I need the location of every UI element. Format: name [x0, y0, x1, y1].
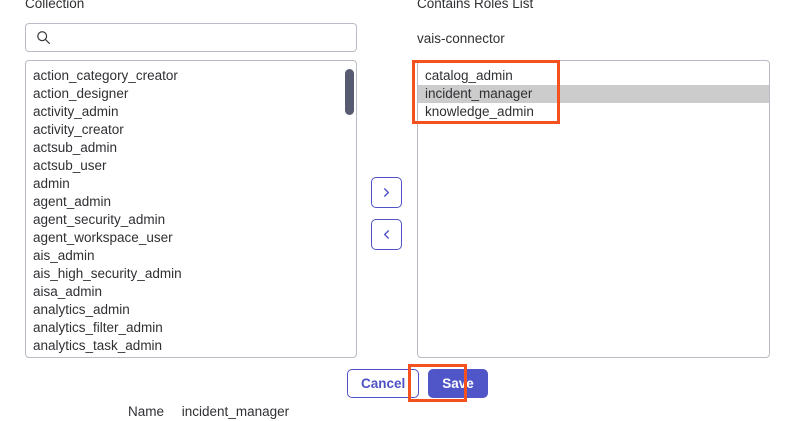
collection-list-item[interactable]: admin: [33, 176, 70, 191]
collection-list-item[interactable]: aisa_admin: [33, 284, 103, 299]
transfer-button-group: [371, 177, 402, 250]
selected-role-item-active[interactable]: incident_manager: [418, 85, 769, 103]
name-field-row: Name incident_manager: [128, 404, 289, 419]
save-button[interactable]: Save: [428, 369, 488, 398]
collection-list-item[interactable]: analytics_admin: [33, 302, 130, 317]
selected-role-item[interactable]: catalog_admin: [425, 68, 513, 83]
search-icon: [36, 30, 51, 45]
collection-list-item[interactable]: action_designer: [33, 86, 129, 101]
collection-list-item[interactable]: action_category_creator: [33, 68, 178, 83]
collection-scrollbar-thumb[interactable]: [345, 69, 354, 115]
move-right-button[interactable]: [371, 177, 402, 208]
collection-scrollbar[interactable]: [345, 69, 354, 357]
collection-list-item[interactable]: analytics_task_admin: [33, 338, 163, 353]
collection-list-item[interactable]: ais_admin: [33, 248, 95, 263]
search-input[interactable]: [51, 24, 348, 51]
move-left-button[interactable]: [371, 219, 402, 250]
collection-list-item[interactable]: agent_security_admin: [33, 212, 166, 227]
collection-list-item[interactable]: agent_admin: [33, 194, 112, 209]
chevron-left-icon: [381, 229, 392, 240]
cancel-button[interactable]: Cancel: [347, 369, 420, 398]
collection-list-item[interactable]: ais_high_security_admin: [33, 266, 182, 281]
collection-list-item[interactable]: activity_creator: [33, 122, 124, 137]
collection-list-item[interactable]: actsub_admin: [33, 140, 118, 155]
name-field-label: Name: [128, 404, 165, 419]
collection-search-box[interactable]: [25, 23, 357, 52]
name-field-value: incident_manager: [181, 404, 290, 419]
chevron-right-icon: [381, 187, 392, 198]
dialog-action-bar: Cancel Save: [347, 369, 488, 398]
contains-roles-list-label: Contains Roles List: [417, 0, 534, 11]
connector-name-text: vais-connector: [417, 31, 505, 46]
selected-role-item[interactable]: knowledge_admin: [425, 104, 534, 119]
collection-list-item[interactable]: activity_admin: [33, 104, 119, 119]
collection-column-label: Collection: [25, 0, 85, 11]
collection-list-item[interactable]: analytics_filter_admin: [33, 320, 163, 335]
collection-list-item[interactable]: agent_workspace_user: [33, 230, 173, 245]
collection-list-item[interactable]: actsub_user: [33, 158, 107, 173]
